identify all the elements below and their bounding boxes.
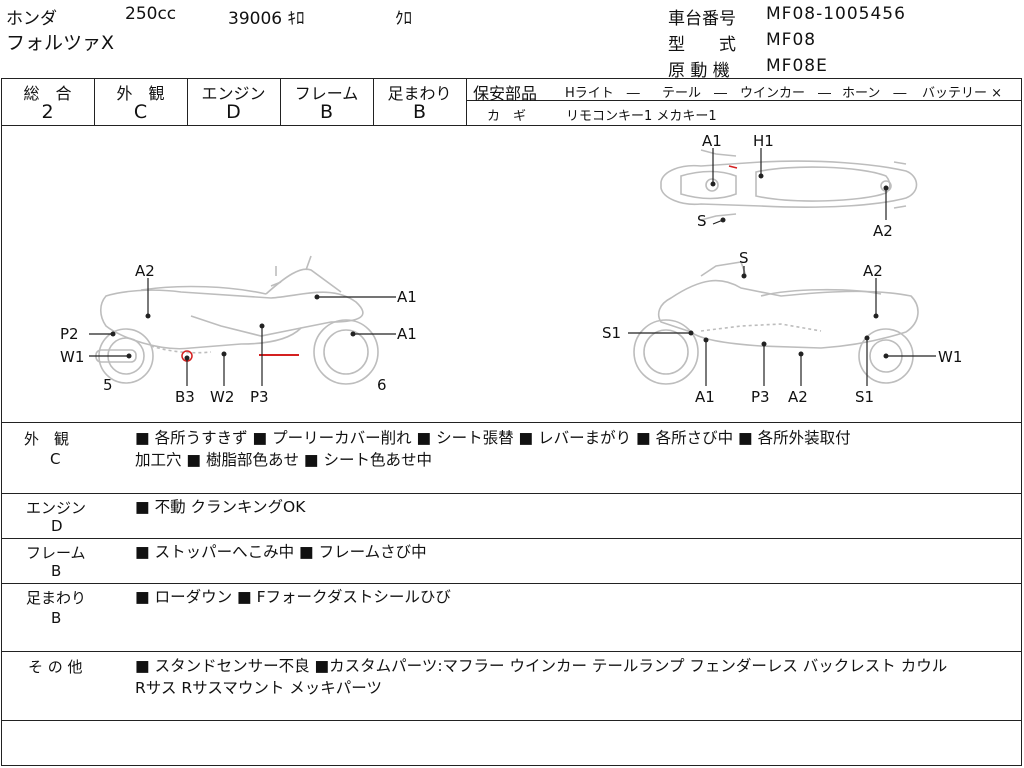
diagram-label: W1	[60, 348, 84, 366]
engine-label: 原 動 機	[668, 61, 730, 81]
grade-label: フレーム	[294, 84, 359, 103]
safety-item: ホーン ―	[842, 86, 907, 101]
remark-line: 加工穴 ■ 樹脂部色あせ ■ シート色あせ中	[135, 451, 432, 469]
diagram-label: A1	[695, 388, 715, 406]
remark-category: そ の 他	[28, 658, 83, 676]
divider	[187, 78, 188, 125]
grade-value: B	[412, 101, 427, 123]
displacement: 250cc	[125, 4, 177, 24]
divider	[466, 100, 1022, 101]
diagram-label: P3	[250, 388, 269, 406]
divider	[1, 583, 1022, 584]
diagram-label: S1	[602, 324, 621, 342]
divider	[1, 720, 1022, 721]
diagram-label: A2	[788, 388, 808, 406]
diagram-label: W1	[938, 348, 962, 366]
safety-item: テール ―	[662, 86, 728, 101]
remark-grade: C	[50, 450, 61, 468]
chassis-label: 車台番号	[668, 9, 736, 29]
remark-line: ■ 各所うすきず ■ プーリーカバー削れ ■ シート張替 ■ レバーまがり ■ …	[135, 429, 851, 447]
divider	[1, 651, 1022, 652]
type-value: MF08	[766, 30, 817, 50]
grade-label: 足まわり	[387, 84, 452, 103]
remark-category: フレーム	[26, 544, 86, 562]
type-label: 型 式	[668, 35, 736, 55]
safety-label: 保安部品	[473, 84, 538, 103]
safety-item: Hライト ―	[565, 86, 640, 101]
model-name: フォルツァX	[6, 32, 115, 54]
diagram-label: B3	[175, 388, 195, 406]
remark-grade: B	[51, 609, 62, 627]
mileage: 39006 ｷﾛ	[228, 9, 305, 29]
divider	[1, 125, 1022, 126]
diagram-label: P2	[60, 325, 79, 343]
divider	[1, 422, 1022, 423]
diagram-label: S1	[855, 388, 874, 406]
grade-value: B	[319, 101, 334, 123]
divider	[466, 78, 467, 125]
remark-line: Rサス Rサスマウント メッキパーツ	[135, 679, 382, 697]
remark-line: ■ ストッパーへこみ中 ■ フレームさび中	[135, 543, 427, 561]
keys-label: カ ギ	[487, 109, 527, 124]
diagram-label: H1	[753, 132, 774, 150]
remark-category: 外 観	[24, 430, 70, 448]
divider	[280, 78, 281, 125]
right-view-scooter	[633, 261, 919, 385]
safety-item: バッテリー ×	[922, 86, 1003, 101]
color: ｸﾛ	[395, 9, 412, 29]
divider	[94, 78, 95, 125]
remark-line: ■ ローダウン ■ Fフォークダストシールひび	[135, 588, 451, 606]
diagram-label: A2	[863, 262, 883, 280]
diagram-label: A1	[397, 325, 417, 343]
remark-line: ■ 不動 クランキングOK	[135, 498, 306, 516]
grade-label: 外 観	[116, 84, 165, 103]
diagram-label: 5	[103, 376, 113, 394]
remark-category: エンジン	[26, 499, 87, 517]
diagram-label: P3	[751, 388, 770, 406]
grade-value: C	[133, 101, 148, 123]
diagram-label: S	[697, 212, 707, 230]
diagram-label: A2	[873, 222, 893, 240]
diagram-label: W2	[210, 388, 234, 406]
divider	[373, 78, 374, 125]
grade-label: 総 合	[23, 84, 72, 103]
remark-grade: B	[51, 562, 62, 580]
scooter-diagram: A1 H1 S A2 A2 A1 P2 A1 W1 5 6 B3 W2 P3 S…	[60, 132, 962, 406]
top-view-scooter	[660, 149, 918, 221]
chassis-value: MF08-1005456	[766, 4, 906, 24]
diagram-label: 6	[377, 376, 387, 394]
engine-value: MF08E	[766, 56, 828, 76]
remark-line: ■ スタンドセンサー不良 ■カスタムパーツ:マフラー ウインカー テールランプ …	[135, 657, 948, 675]
maker: ホンダ	[6, 9, 57, 29]
safety-item: ウインカー ―	[740, 86, 832, 101]
remark-category: 足まわり	[26, 589, 87, 607]
diagram-label: A2	[135, 262, 155, 280]
diagram-label: A1	[702, 132, 722, 150]
grade-value: 2	[41, 101, 54, 123]
diagram-label: A1	[397, 288, 417, 306]
grade-label: エンジン	[201, 84, 266, 103]
diagram-label: S	[739, 249, 749, 267]
divider	[1, 493, 1022, 494]
keys-value: リモコンキー1 メカキー1	[566, 109, 717, 124]
remark-grade: D	[51, 517, 63, 535]
divider	[1, 538, 1022, 539]
grade-value: D	[226, 101, 241, 123]
